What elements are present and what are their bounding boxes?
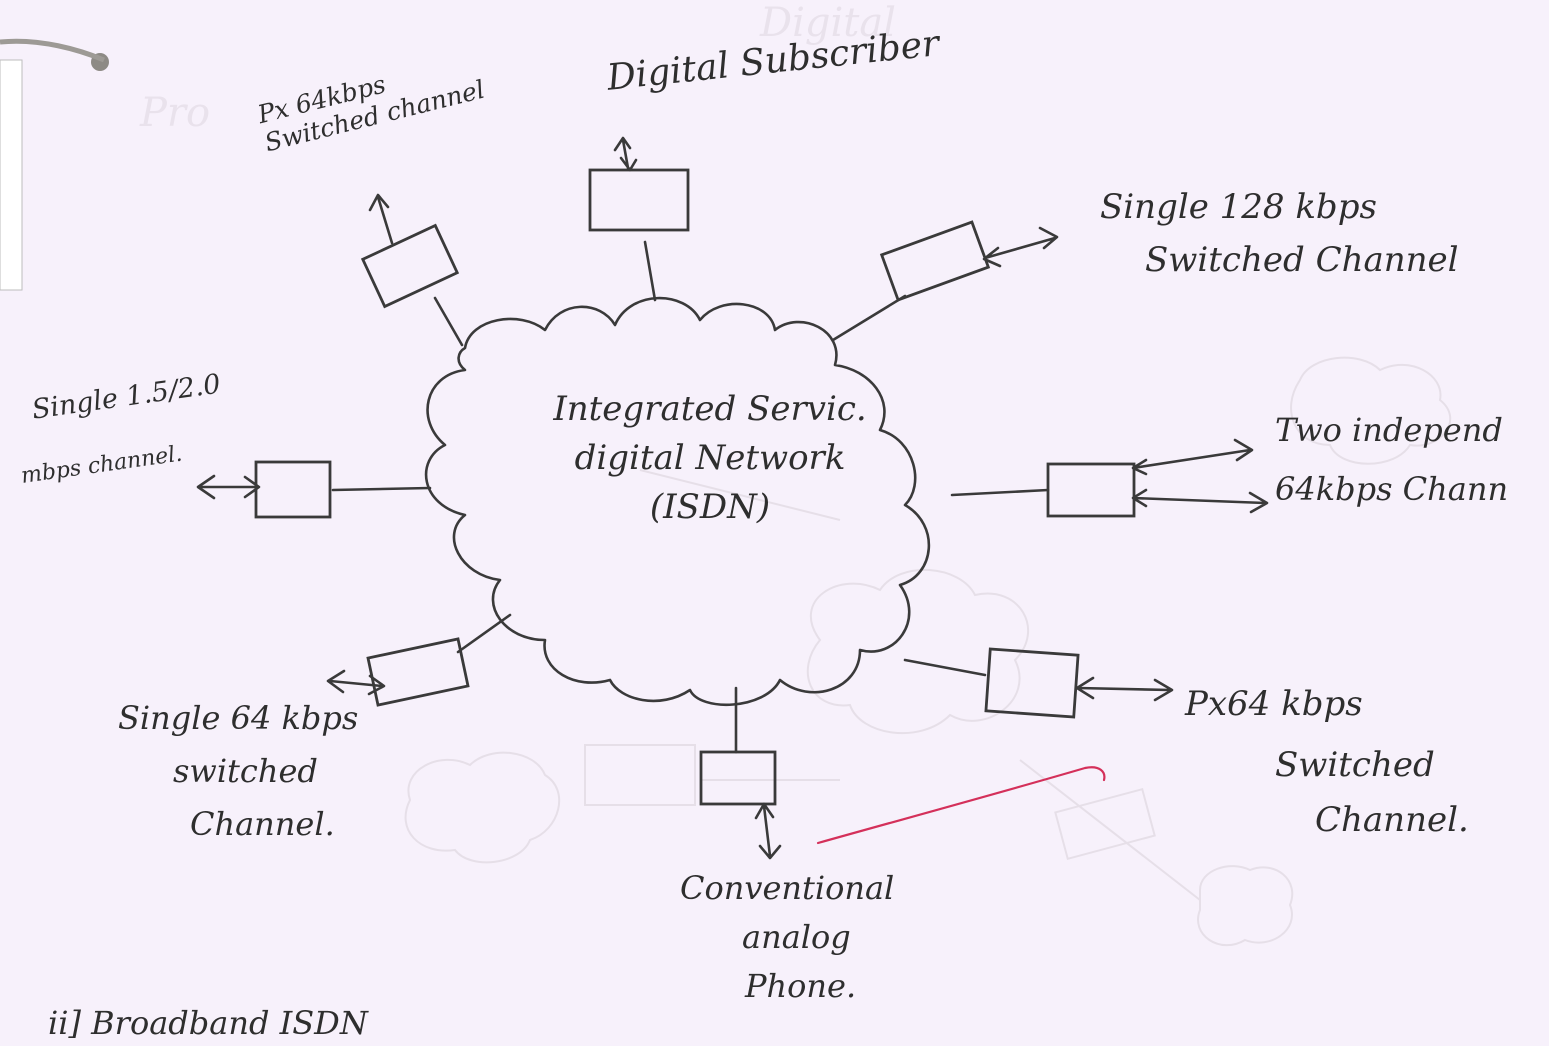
label-analog-phone: Conventional analog Phone. bbox=[680, 870, 894, 1004]
analog-line-1: Conventional bbox=[680, 869, 895, 907]
box-single64 bbox=[366, 637, 470, 707]
box-analog-phone bbox=[699, 750, 777, 806]
label-two-independent: Two independ 64kbps Chann bbox=[1275, 412, 1508, 508]
box-single128 bbox=[879, 220, 991, 302]
showthrough-text: Digital bbox=[760, 0, 896, 46]
isdn-center-label: Integrated Servic. digital Network (ISDN… bbox=[520, 389, 900, 528]
single64-line-2: switched bbox=[173, 751, 318, 790]
px64-right-line-3: Channel. bbox=[1315, 800, 1469, 841]
two-indep-line-2: 64kbps Chann bbox=[1275, 469, 1509, 508]
binding-thread bbox=[0, 38, 105, 63]
box-digital-subscriber bbox=[588, 168, 690, 232]
label-single64: Single 64 kbps switched Channel. bbox=[118, 700, 358, 842]
isdn-cloud bbox=[424, 296, 931, 707]
single128-line-1: Single 128 kbps bbox=[1100, 187, 1377, 227]
center-line-1: Integrated Servic. bbox=[553, 389, 867, 429]
analog-line-3: Phone. bbox=[745, 966, 857, 1005]
background-showthrough bbox=[404, 356, 1452, 947]
px64-right-line-1: Px64 kbps bbox=[1185, 684, 1363, 724]
single64-line-1: Single 64 kbps bbox=[118, 699, 359, 737]
box-px64-top bbox=[360, 223, 460, 309]
red-pen-stroke bbox=[816, 766, 1106, 845]
px64-right-line-2: Switched bbox=[1275, 745, 1435, 786]
binding-strip bbox=[0, 59, 23, 291]
single64-line-3: Channel. bbox=[190, 804, 335, 843]
label-single128: Single 128 kbps Switched Channel bbox=[1100, 187, 1459, 281]
box-px64-right bbox=[984, 647, 1080, 719]
single128-line-2: Switched Channel bbox=[1145, 240, 1459, 281]
arrows bbox=[196, 136, 1269, 860]
box-single15 bbox=[254, 460, 332, 519]
label-px64-right: Px64 kbps Switched Channel. bbox=[1185, 684, 1469, 841]
footer-text: ii] Broadband ISDN bbox=[48, 1004, 368, 1042]
analog-line-2: analog bbox=[742, 917, 851, 956]
box-two-independent bbox=[1046, 462, 1136, 518]
two-indep-line-1: Two independ bbox=[1275, 411, 1503, 449]
center-line-2: digital Network bbox=[574, 438, 846, 479]
connector-lines bbox=[331, 240, 1050, 754]
center-line-3: (ISDN) bbox=[649, 487, 771, 528]
footer-heading: ii] Broadband ISDN bbox=[48, 1005, 368, 1042]
showthrough-text: Pro bbox=[140, 90, 211, 136]
terminal-boxes bbox=[254, 168, 1136, 806]
